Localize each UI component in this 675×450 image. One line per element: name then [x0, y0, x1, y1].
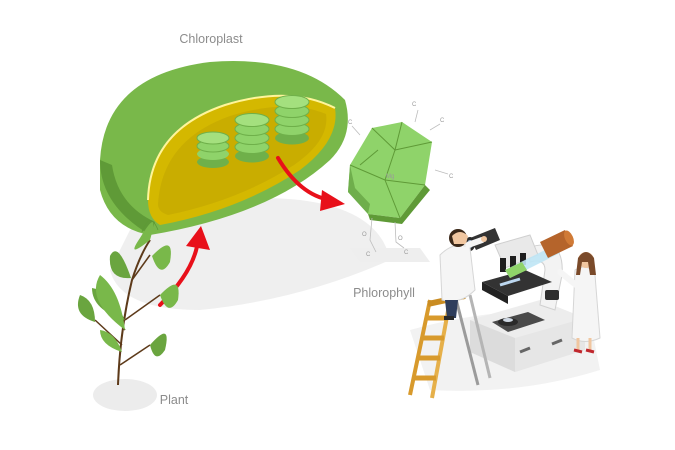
scientist-icon	[439, 229, 487, 320]
svg-text:C: C	[404, 250, 409, 256]
svg-text:C: C	[440, 118, 445, 124]
microscope-icon	[465, 228, 585, 372]
svg-text:C: C	[412, 102, 417, 108]
svg-text:O: O	[362, 232, 367, 238]
thylakoid-stack-3	[274, 95, 310, 145]
chlorophyll-molecule-icon: Mg C C C C O C O C	[348, 102, 454, 258]
arrow-chloroplast-to-molecule	[276, 156, 345, 211]
svg-text:Mg: Mg	[386, 174, 394, 180]
plant-sprig-icon	[77, 220, 179, 386]
plant-label: Plant	[160, 393, 189, 407]
thylakoid-stack-2	[234, 113, 270, 163]
svg-text:C: C	[366, 252, 371, 258]
chloroplast-cross-section-icon	[100, 61, 348, 235]
test-tube-icon	[505, 230, 574, 278]
thylakoid-stack-1	[196, 131, 230, 168]
scientist-icon	[557, 252, 601, 354]
svg-text:C: C	[449, 174, 454, 180]
svg-text:O: O	[398, 236, 403, 242]
chlorophyll-label: Phlorophyll	[353, 286, 415, 300]
chloroplast-label: Chloroplast	[179, 32, 243, 46]
svg-text:C: C	[348, 120, 353, 126]
